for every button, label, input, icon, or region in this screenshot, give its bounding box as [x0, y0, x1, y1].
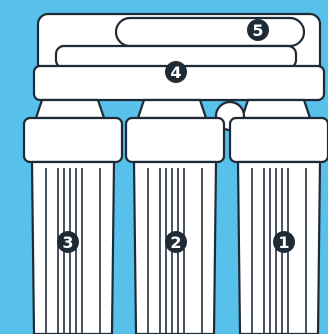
- stage-2-label: 2: [170, 233, 181, 252]
- stage-1-label: 1: [278, 233, 289, 252]
- stage-2-badge: 2: [165, 231, 187, 253]
- stage-3-canister: [22, 116, 124, 334]
- stage-4-badge: 4: [165, 61, 187, 83]
- stage-2-canister: [124, 116, 226, 334]
- stage-1-canister: [228, 116, 328, 334]
- canister-neck-3: [34, 98, 106, 120]
- canister-neck-2: [136, 98, 208, 120]
- stage-5-label: 5: [252, 21, 263, 40]
- stage-4-label: 4: [170, 63, 181, 82]
- stage-5-housing: [114, 16, 306, 48]
- stage-5-badge: 5: [247, 19, 269, 41]
- stage-3-label: 3: [62, 233, 73, 252]
- stage-3-badge: 3: [57, 231, 79, 253]
- stage-1-badge: 1: [273, 231, 295, 253]
- canister-neck-1: [240, 98, 312, 120]
